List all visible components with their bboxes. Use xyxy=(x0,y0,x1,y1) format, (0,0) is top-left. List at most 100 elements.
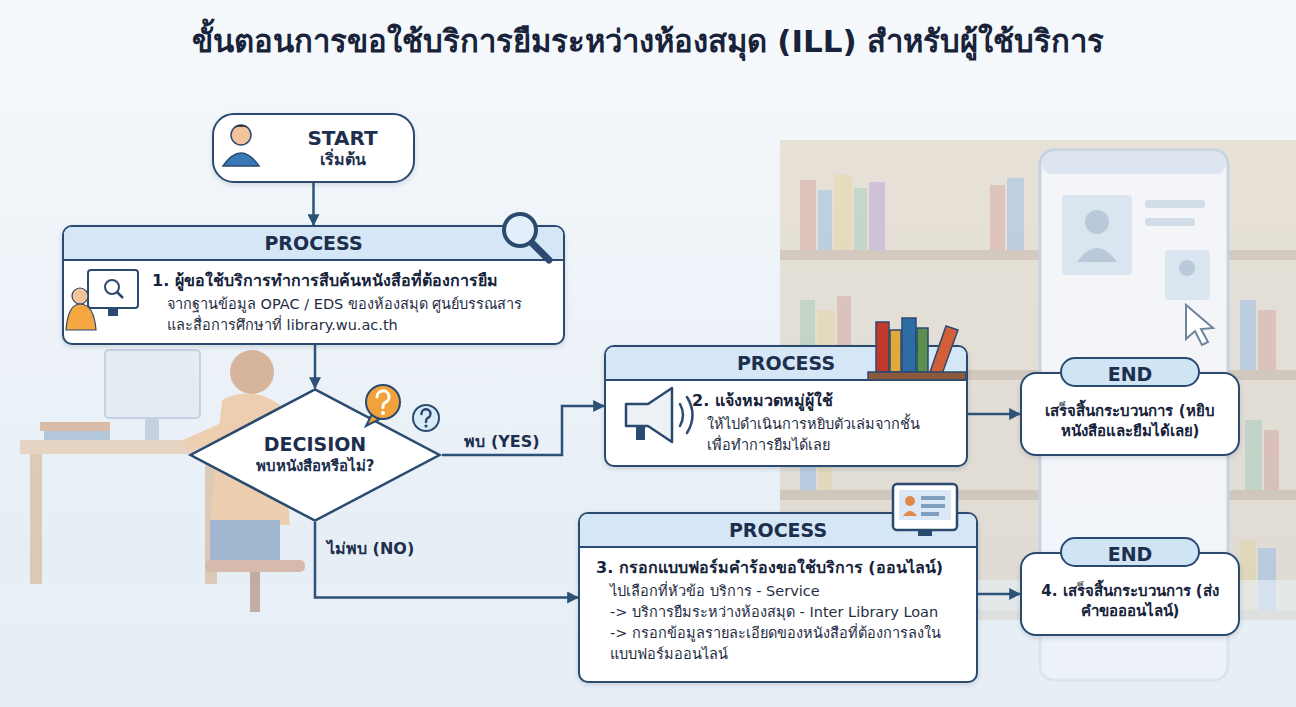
end-terminal: ENDเสร็จสิ้นกระบวนการ (หยิบหนังสือและยืม… xyxy=(1020,372,1240,456)
search-lens xyxy=(105,280,119,294)
start-heading: START xyxy=(307,126,377,150)
decision-question: พบหนังสือหรือไม่? xyxy=(256,457,375,477)
book xyxy=(1245,420,1262,490)
process-heading: PROCESS xyxy=(580,514,976,548)
form-line xyxy=(921,512,939,516)
decision-heading: DECISION xyxy=(264,433,367,457)
process-detail: ให้ไปดำเนินการหยิบตัวเล่มจากชั้น เพื่อทำ… xyxy=(606,414,966,456)
bubble-tail xyxy=(366,414,380,426)
question-dot xyxy=(424,424,427,427)
avatar-body xyxy=(903,511,917,516)
books-on-shelf-icon xyxy=(868,318,966,380)
image-placeholder xyxy=(1062,195,1132,275)
text-line xyxy=(1145,218,1195,226)
shelf xyxy=(868,372,966,380)
book-stack xyxy=(44,431,110,440)
monitor xyxy=(893,484,957,530)
book xyxy=(818,190,832,250)
flow-connector xyxy=(442,406,604,455)
process-step: 1. ผู้ขอใช้บริการทำการสืบค้นหนังสือที่ต้… xyxy=(64,270,563,292)
monitor-stand xyxy=(108,308,118,316)
person-head xyxy=(230,350,274,394)
monitor xyxy=(105,350,200,418)
question-glyph xyxy=(377,391,389,408)
flow-connector xyxy=(314,345,317,388)
chair-seat xyxy=(205,560,305,572)
process-detail: ไปเลือกที่หัวข้อ บริการ - Service xyxy=(580,581,976,602)
user-body xyxy=(66,304,96,330)
user-body xyxy=(223,153,259,166)
question-dot xyxy=(381,411,385,415)
text-line xyxy=(1145,200,1205,208)
book xyxy=(1264,430,1279,490)
decision-diamond: DECISIONพบหนังสือหรือไม่? xyxy=(188,388,442,522)
book xyxy=(1240,300,1256,370)
book xyxy=(890,330,901,372)
process-box: PROCESS 3. กรอกแบบฟอร์มคำร้องขอใช้บริการ … xyxy=(578,512,978,683)
screen xyxy=(899,490,951,520)
end-terminal: END4. เสร็จสิ้นกระบวนการ (ส่งคำขอออนไลน์… xyxy=(1020,552,1240,636)
book xyxy=(800,180,816,250)
process-box: PROCESS 1. ผู้ขอใช้บริการทำการสืบค้นหนังส… xyxy=(62,225,565,345)
end-text: เสร็จสิ้นกระบวนการ (หยิบหนังสือและยืมได้… xyxy=(1030,401,1230,442)
start-terminal: STARTเริ่มต้น xyxy=(212,113,415,183)
magnifier-handle xyxy=(532,243,549,260)
edge-label: ไม่พบ (NO) xyxy=(327,536,414,561)
book xyxy=(876,322,889,372)
online-form-icon xyxy=(893,484,957,536)
book xyxy=(917,328,928,372)
question-glyph xyxy=(421,409,430,422)
monitor-stand xyxy=(145,418,159,440)
book xyxy=(854,188,867,250)
book-stack xyxy=(40,422,110,431)
diagram-title: ขั้นตอนการขอใช้บริการยืมระหว่างห้องสมุด … xyxy=(0,16,1296,66)
book xyxy=(834,175,852,250)
sound-wave xyxy=(687,397,693,433)
flow-connector xyxy=(978,593,1020,596)
user-head xyxy=(231,125,251,145)
book xyxy=(1258,310,1276,370)
computer-search-icon xyxy=(66,270,138,330)
image-placeholder xyxy=(1165,250,1210,300)
bubble xyxy=(366,385,400,419)
process-step: 2. แจ้งหมวดหมู่ผู้ใช้ xyxy=(606,390,966,412)
avatar-head xyxy=(905,496,915,506)
process-detail: จากฐานข้อมูล OPAC / EDS ของห้องสมุด ศูนย… xyxy=(64,294,563,336)
book xyxy=(869,182,885,250)
search-handle xyxy=(117,292,123,298)
megaphone-grip xyxy=(636,426,645,440)
end-pill: END xyxy=(1060,537,1200,567)
book xyxy=(1007,178,1024,250)
form-line xyxy=(921,504,945,508)
end-pill: END xyxy=(1060,357,1200,387)
avatar-head xyxy=(1179,260,1195,276)
magnifier-icon xyxy=(504,214,549,260)
process-detail: -> กรอกข้อมูลรายละเอียดของหนังสือที่ต้อง… xyxy=(580,623,976,665)
monitor xyxy=(88,270,138,308)
end-text: 4. เสร็จสิ้นกระบวนการ (ส่งคำขอออนไลน์) xyxy=(1030,581,1230,622)
avatar-head xyxy=(1085,210,1109,234)
flow-connector xyxy=(315,522,578,598)
bubble xyxy=(413,405,439,431)
process-heading: PROCESS xyxy=(64,227,563,261)
avatar-body xyxy=(1077,248,1117,262)
chair-post xyxy=(250,572,260,612)
megaphone-body xyxy=(626,388,672,442)
process-detail: -> บริการยืมระหว่างห้องสมุด - Inter Libr… xyxy=(580,602,976,623)
megaphone-icon xyxy=(626,388,693,442)
start-text: เริ่มต้น xyxy=(320,150,366,171)
process-step: 3. กรอกแบบฟอร์มคำร้องขอใช้บริการ (ออนไลน… xyxy=(580,557,976,579)
sound-wave xyxy=(680,404,683,426)
decision-outline-shape xyxy=(191,389,440,520)
user-head xyxy=(72,288,88,304)
book xyxy=(930,326,958,374)
book xyxy=(902,318,916,372)
book xyxy=(990,185,1005,250)
process-box: PROCESS2. แจ้งหมวดหมู่ผู้ใช้ให้ไปดำเนินก… xyxy=(604,345,968,467)
magnifier-lens xyxy=(504,214,536,246)
form-line xyxy=(921,496,945,500)
flow-connector xyxy=(312,183,315,225)
user-hair xyxy=(231,125,251,132)
